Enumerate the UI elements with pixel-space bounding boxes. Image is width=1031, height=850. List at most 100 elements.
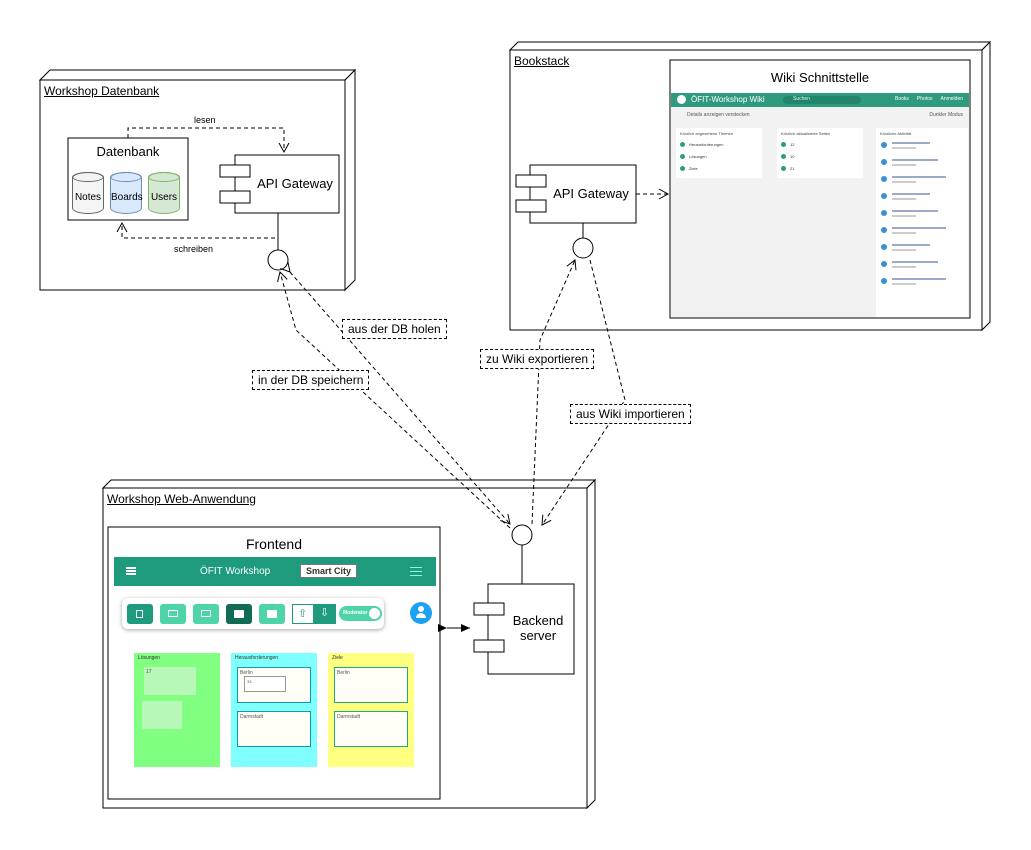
node-title-datenbank: Workshop Datenbank	[44, 84, 160, 98]
download-button[interactable]: ⇩	[314, 604, 336, 624]
user-avatar-icon	[881, 210, 887, 216]
add-note-button[interactable]	[127, 604, 153, 624]
wiki-col-2-item[interactable]: 10	[777, 151, 863, 163]
wiki-activity-item[interactable]	[876, 241, 968, 258]
board-card-label: Berlin	[337, 670, 350, 676]
board-card[interactable]: Darmstadt	[237, 711, 311, 747]
note-icon	[136, 610, 143, 618]
edge-label-aus-wiki: aus Wiki importieren	[570, 404, 691, 424]
wiki-col-1-item[interactable]: Herausforderungen	[676, 139, 762, 151]
activity-line	[892, 210, 938, 212]
user-avatar-icon	[881, 142, 887, 148]
wiki-nav: Books Photos Anmelden	[887, 96, 963, 102]
wiki-app-name: ÖFIT-Workshop Wiki	[691, 95, 765, 104]
edge-label-zu-wiki: zu Wiki exportieren	[480, 349, 595, 369]
activity-line	[892, 261, 938, 263]
api-gateway-db-label: API Gateway	[257, 176, 333, 191]
add-frame-button[interactable]	[193, 604, 219, 624]
activity-line-sub	[892, 147, 916, 149]
wiki-activity-item[interactable]	[876, 207, 968, 224]
board-card[interactable]: Berlin	[334, 667, 408, 703]
wiki-activity-item[interactable]	[876, 190, 968, 207]
wiki-item-label: Ziele	[689, 166, 698, 171]
board-title: Ziele	[332, 655, 343, 661]
wiki-item-icon	[781, 166, 786, 171]
wiki-activity-item[interactable]	[876, 139, 968, 156]
board-card-label: 17	[146, 669, 152, 675]
wiki-nav-item[interactable]: Anmelden	[940, 96, 963, 102]
activity-line	[892, 227, 946, 229]
frontend-app-title: ÖFIT Workshop	[200, 566, 271, 577]
upload-button[interactable]: ⇧	[292, 604, 314, 624]
add-board-button[interactable]	[160, 604, 186, 624]
activity-line	[892, 142, 930, 144]
wiki-search-placeholder: Suchen	[793, 96, 810, 102]
wiki-item-label: 10	[790, 154, 795, 159]
wiki-item-label: Lösungen	[689, 154, 707, 159]
activity-line	[892, 176, 946, 178]
upload-icon: ⇧	[298, 608, 308, 620]
wiki-activity-list	[876, 139, 968, 292]
db-table-notes: Notes	[72, 172, 104, 214]
wiki-logo-icon	[677, 95, 686, 104]
wiki-col-3: Kürzliche Aktivität	[876, 128, 968, 317]
frontend-toolbar: ⇧ ⇩ Moderator	[122, 598, 384, 629]
frontend-app-bar: ÖFIT Workshop Smart City	[114, 557, 436, 586]
wiki-item-icon	[680, 154, 685, 159]
wiki-col-1-item[interactable]: Ziele	[676, 163, 762, 175]
wiki-item-label: 21	[790, 166, 795, 171]
wiki-item-icon	[781, 154, 786, 159]
activity-line-sub	[892, 232, 916, 234]
menu-icon[interactable]	[126, 567, 136, 575]
wiki-activity-item[interactable]	[876, 156, 968, 173]
user-body-icon	[416, 613, 426, 618]
moderator-toggle-label: Moderator	[343, 610, 368, 616]
user-avatar-icon	[881, 261, 887, 267]
download-icon: ⇩	[320, 607, 330, 619]
api-gateway-wiki-label: API Gateway	[553, 186, 629, 201]
db-table-label: Users	[150, 192, 178, 203]
moderator-toggle[interactable]: Moderator	[339, 606, 382, 621]
user-avatar-icon	[881, 278, 887, 284]
wiki-nav-item[interactable]: Photos	[916, 96, 933, 102]
board-card[interactable]	[142, 701, 182, 729]
wiki-activity-item[interactable]	[876, 173, 968, 190]
wiki-activity-item[interactable]	[876, 258, 968, 275]
board-card-label: Darmstadt	[337, 714, 361, 720]
board-title: Herausforderungen	[235, 655, 279, 661]
user-avatar-icon	[881, 193, 887, 199]
board-card-label: Darmstadt	[240, 714, 264, 720]
board-card[interactable]: 17	[144, 667, 196, 695]
folder-button[interactable]	[259, 604, 285, 624]
wiki-toolbar-right[interactable]: Dunkler Modus	[929, 112, 963, 118]
board-card-label: Berlin	[240, 670, 253, 676]
wiki-activity-item[interactable]	[876, 275, 968, 292]
wiki-toolbar: Details anzeigen verstecken Dunkler Modu…	[671, 107, 969, 121]
wiki-item-icon	[781, 142, 786, 147]
wiki-toolbar-left[interactable]: Details anzeigen verstecken	[687, 112, 750, 118]
activity-line-sub	[892, 181, 916, 183]
wiki-col-2-item[interactable]: 12	[777, 139, 863, 151]
wiki-col-1-item[interactable]: Lösungen	[676, 151, 762, 163]
wiki-col-2-item[interactable]: 21	[777, 163, 863, 175]
board-card[interactable]: Darmstadt	[334, 711, 408, 747]
api-gateway-db-component	[219, 154, 340, 271]
folder-icon	[267, 610, 277, 618]
wiki-search-input[interactable]: Suchen	[783, 96, 861, 104]
menu-right-icon[interactable]	[410, 567, 422, 576]
wiki-activity-item[interactable]	[876, 224, 968, 241]
new-folder-button[interactable]	[226, 604, 252, 624]
wiki-header: ÖFIT-Workshop Wiki Suchen Books Photos Anm…	[671, 93, 969, 107]
wiki-screenshot: Wiki Schnittstelle ÖFIT-Workshop Wiki Su…	[671, 61, 969, 317]
activity-line-sub	[892, 249, 916, 251]
db-table-label: Boards	[111, 192, 143, 203]
toggle-knob	[369, 608, 380, 619]
add-user-button[interactable]	[410, 602, 432, 624]
wiki-col-2-title: Kürzlich aktualisierte Seiten	[781, 131, 831, 136]
wiki-nav-item[interactable]: Books	[895, 96, 909, 102]
